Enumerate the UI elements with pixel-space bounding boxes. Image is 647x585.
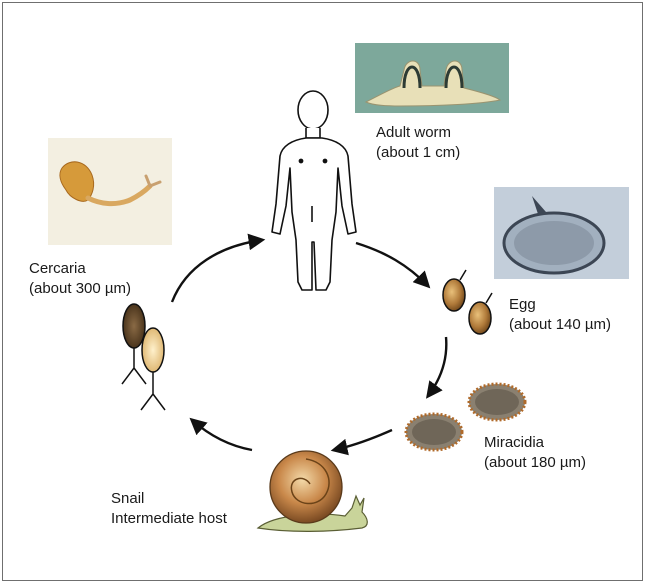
label-snail: Snail Intermediate host [111,489,227,529]
stage-name: Cercaria [29,259,131,279]
adult-worm-photo [355,43,509,113]
cercaria-photo [48,138,172,245]
stage-size: (about 140 µm) [509,315,611,335]
stage-size: (about 180 µm) [484,453,586,473]
stage-name: Snail [111,489,227,509]
stage-name: Adult worm [376,123,460,143]
egg-photo [494,187,629,279]
stage-name: Egg [509,295,611,315]
stage-size: (about 1 cm) [376,143,460,163]
label-cercaria: Cercaria (about 300 µm) [29,259,131,299]
snail-icon [258,451,367,531]
arrow-human-to-egg [356,243,428,286]
label-egg: Egg (about 140 µm) [509,295,611,335]
stage-size: Intermediate host [111,509,227,529]
cercaria-icons [122,304,165,410]
arrow-egg-to-miracidia [428,337,446,396]
label-adult-worm: Adult worm (about 1 cm) [376,123,460,163]
stage-name: Miracidia [484,433,586,453]
arrow-snail-to-cercaria [192,420,252,450]
arrow-cercaria-to-human [172,240,262,302]
human-figure [272,91,356,290]
label-miracidia: Miracidia (about 180 µm) [484,433,586,473]
stage-size: (about 300 µm) [29,279,131,299]
egg-icons [443,270,492,334]
arrow-miracidia-to-snail [334,430,392,450]
